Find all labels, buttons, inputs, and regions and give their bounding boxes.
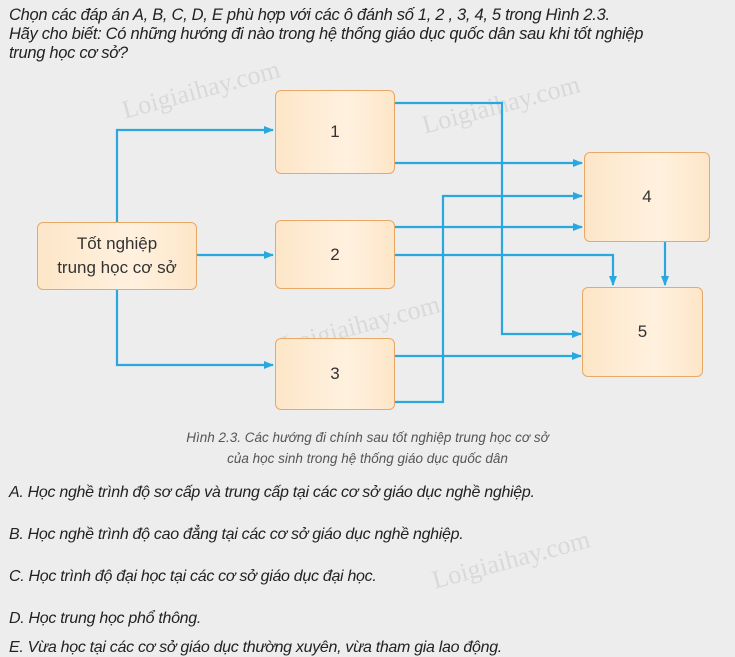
option-d: D. Học trung học phổ thông. (9, 610, 202, 627)
arrow-source-to-3 (115, 288, 274, 369)
option-c: C. Học trình độ đại học tại các cơ sở gi… (9, 568, 377, 585)
box-4: 4 (584, 152, 710, 242)
box-5: 5 (582, 287, 703, 377)
option-e: E. Vừa học tại các cơ sở giáo dục thường… (9, 639, 502, 656)
source-label: Tốt nghiệp (76, 234, 158, 253)
arrow-2-to-5 (393, 253, 617, 286)
figure-caption: Hình 2.3. Các hướng đi chính sau tốt ngh… (186, 430, 549, 445)
box-3: 3 (275, 338, 395, 410)
question-line: trung học cơ sở? (9, 44, 128, 62)
box-label: 1 (330, 122, 340, 141)
box-2: 2 (275, 220, 395, 289)
arrow-1-to-5 (393, 101, 582, 338)
figure-caption: của học sinh trong hệ thống giáo dục quố… (227, 451, 508, 466)
arrow-source-to-1 (115, 126, 274, 222)
question-line: Chọn các đáp án A, B, C, D, E phù hợp vớ… (9, 6, 610, 24)
box-label: 4 (642, 187, 652, 206)
box-label: 2 (330, 244, 340, 264)
question-line: Hãy cho biết: Có những hướng đi nào tron… (9, 25, 644, 43)
arrow-3-to-4 (393, 192, 583, 404)
box-1: 1 (275, 90, 395, 174)
source-label: trung học cơ sở (57, 258, 177, 277)
box-source: Tốt nghiệp trung học cơ sở (37, 222, 197, 290)
question-text: Chọn các đáp án A, B, C, D, E phù hợp vớ… (9, 6, 734, 63)
option-a: A. Học nghề trình độ sơ cấp và trung cấp… (9, 484, 535, 501)
box-label: 3 (330, 364, 340, 383)
box-label: 5 (637, 322, 648, 341)
option-b: B. Học nghề trình độ cao đẳng tại các cơ… (9, 526, 464, 543)
